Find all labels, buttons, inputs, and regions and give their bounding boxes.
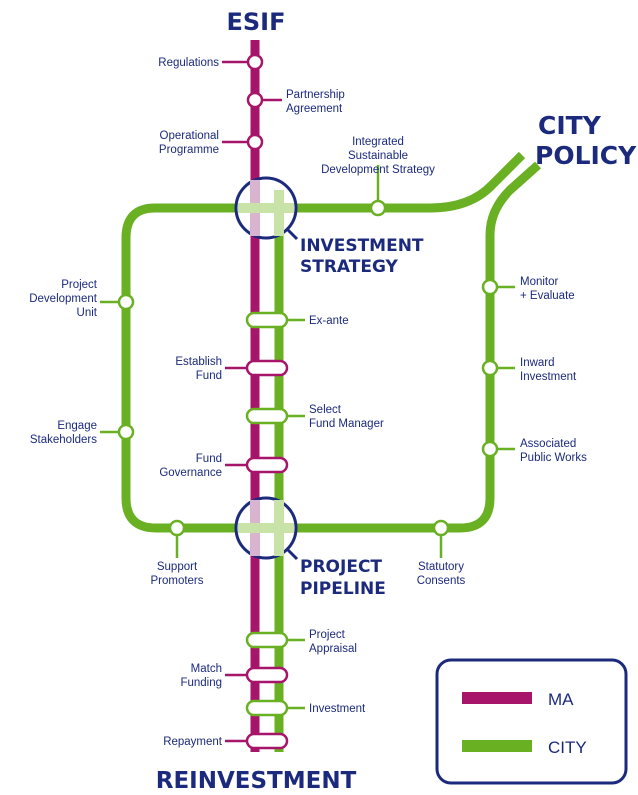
title-policy: POLICY <box>535 141 637 170</box>
establish-station <box>245 359 289 377</box>
operational-station <box>246 133 264 151</box>
label-investment: Investment <box>309 703 366 715</box>
label-operational-2: Programme <box>159 144 219 156</box>
monitor-station <box>481 278 499 296</box>
match-station <box>245 666 289 684</box>
ex-ante-station <box>245 311 289 329</box>
statutory-station <box>432 519 450 537</box>
label-pdu-1: Project <box>61 279 98 291</box>
label-monitor-1: Monitor <box>520 276 559 288</box>
label-ex-ante: Ex-ante <box>309 315 349 327</box>
project-label: PROJECT <box>300 557 382 577</box>
inward-station <box>481 359 499 377</box>
label-inward-2: Investment <box>520 371 577 383</box>
label-statutory-2: Consents <box>417 575 466 587</box>
label-statutory-1: Statutory <box>418 561 464 573</box>
legend-ma-label: MA <box>548 690 574 709</box>
label-appraisal-1: Project <box>309 629 346 641</box>
label-appraisal-2: Appraisal <box>309 643 357 655</box>
label-engage-2: Stakeholders <box>30 434 97 446</box>
label-partnership-1: Partnership <box>286 89 345 101</box>
interchange2-pointer <box>285 547 299 561</box>
label-isds-1: Integrated <box>352 136 404 148</box>
label-support-1: Support <box>157 561 198 573</box>
title-city: CITY <box>538 111 602 140</box>
investment-label: INVESTMENT <box>300 236 424 256</box>
label-isds-2: Sustainable <box>348 150 408 162</box>
label-support-2: Promoters <box>150 575 203 587</box>
label-select-2: Fund Manager <box>309 418 384 430</box>
title-reinvestment: REINVESTMENT <box>156 768 357 794</box>
label-inward-1: Inward <box>520 357 555 369</box>
legend-box <box>435 658 628 785</box>
strategy-label: STRATEGY <box>300 257 399 277</box>
public-works-station <box>481 440 499 458</box>
label-select-1: Select <box>309 404 342 416</box>
appraisal-station <box>245 631 289 649</box>
label-isds-3: Development Strategy <box>321 164 435 176</box>
label-regulations: Regulations <box>158 57 219 69</box>
label-public-2: Public Works <box>520 452 587 464</box>
project-pipeline-interchange <box>234 496 298 560</box>
label-governance-1: Fund <box>196 453 222 465</box>
select-station <box>245 407 289 425</box>
support-station <box>168 519 186 537</box>
label-engage-1: Engage <box>57 420 97 432</box>
label-pdu-2: Development <box>29 293 98 305</box>
label-public-1: Associated <box>520 438 576 450</box>
isds-station <box>369 199 387 217</box>
pipeline-label: PIPELINE <box>300 579 386 599</box>
investment-station <box>245 699 289 717</box>
pdu-station <box>117 293 135 311</box>
regulations-station <box>246 53 264 71</box>
label-governance-2: Governance <box>159 467 222 479</box>
label-pdu-3: Unit <box>77 307 98 319</box>
city-loop-line <box>121 161 541 533</box>
label-operational-1: Operational <box>160 130 219 142</box>
label-match-1: Match <box>191 663 222 675</box>
repayment-station <box>245 732 289 750</box>
label-partnership-2: Agreement <box>286 103 343 115</box>
engage-station <box>117 423 135 441</box>
interchange1-pointer <box>285 227 299 241</box>
governance-station <box>245 456 289 474</box>
label-match-2: Funding <box>180 677 222 689</box>
investment-strategy-interchange <box>234 176 298 240</box>
label-establish-1: Establish <box>175 356 222 368</box>
partnership-station <box>246 91 264 109</box>
legend-city-label: CITY <box>548 738 587 757</box>
legend: MA CITY <box>435 658 628 785</box>
label-establish-2: Fund <box>196 370 222 382</box>
title-esif: ESIF <box>226 8 285 36</box>
label-repayment: Repayment <box>163 736 223 748</box>
label-monitor-2: + Evaluate <box>520 290 575 302</box>
city-top-branch <box>255 151 526 213</box>
